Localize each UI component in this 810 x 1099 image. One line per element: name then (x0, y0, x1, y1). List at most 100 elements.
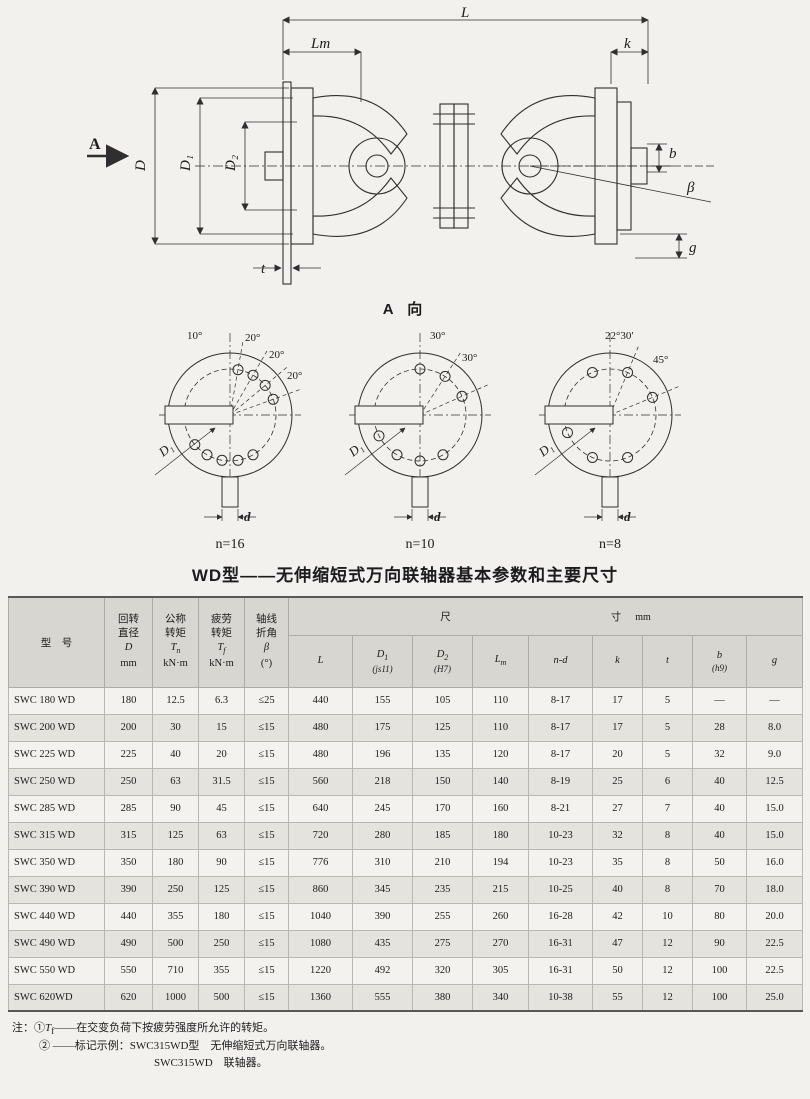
col-subheader-d2: D2(H7) (412, 634, 473, 688)
angle-label: 20° (245, 332, 260, 344)
value-cell: 435 (352, 929, 413, 958)
flange-views: 10° 20° 20° 20° D₁ d n=16 (30, 327, 810, 553)
value-cell: 6 (642, 767, 693, 796)
note-line-2: ② ——标记示例：SWC315WD型 无伸缩短式万向联轴器。 (39, 1040, 332, 1053)
table-wrap: 型 号 回转 直径 D mm 公称 转矩 Tn kN·m 疲劳 (8, 596, 804, 1012)
value-cell: 1360 (288, 983, 353, 1012)
value-cell: 20.0 (745, 902, 804, 931)
value-cell: 31.5 (198, 767, 245, 796)
value-cell: 620 (104, 983, 153, 1012)
flange-view-n8: 22°30′ 45° D₁ d n=8 (525, 327, 695, 553)
value-cell: ≤15 (244, 929, 289, 958)
model-cell: SWC 490 WD (8, 929, 105, 958)
pitch-diameter-label: D₁ (535, 439, 556, 460)
value-cell: 1000 (152, 983, 199, 1012)
value-cell: 22.5 (745, 956, 804, 985)
col-subheader-l: L (288, 634, 353, 688)
value-cell: 640 (288, 794, 353, 823)
value-cell: 32 (692, 740, 747, 769)
model-cell: SWC 550 WD (8, 956, 105, 985)
angle-label: 30° (430, 330, 445, 342)
angle-label: 30° (462, 352, 477, 364)
bolt-count-label: n=10 (405, 537, 435, 552)
value-cell: 320 (412, 956, 473, 985)
value-cell: 210 (412, 848, 473, 877)
value-cell: ≤15 (244, 848, 289, 877)
value-cell: 185 (412, 821, 473, 850)
value-cell: — (692, 686, 747, 715)
dim-label-k: k (624, 36, 631, 52)
value-cell: 280 (352, 821, 413, 850)
dim-label-D2: D₂ (223, 155, 239, 172)
value-cell: 150 (412, 767, 473, 796)
value-cell: 200 (104, 713, 153, 742)
value-cell: 1040 (288, 902, 353, 931)
value-cell: 245 (352, 794, 413, 823)
note-line-1: 注：①Tf——在交变负荷下按疲劳强度所允许的转矩。 (12, 1022, 275, 1037)
value-cell: 45 (198, 794, 245, 823)
value-cell: 350 (104, 848, 153, 877)
value-cell: 180 (472, 821, 529, 850)
value-cell: 776 (288, 848, 353, 877)
dim-label-beta: β (686, 180, 695, 196)
value-cell: 90 (692, 929, 747, 958)
value-cell: ≤15 (244, 956, 289, 985)
model-cell: SWC 440 WD (8, 902, 105, 931)
value-cell: 12 (642, 983, 693, 1012)
value-cell: 500 (152, 929, 199, 958)
value-cell: 27 (592, 794, 643, 823)
value-cell: 5 (642, 713, 693, 742)
value-cell: 120 (472, 740, 529, 769)
value-cell: 40 (592, 875, 643, 904)
col-subheader-t: t (642, 634, 693, 688)
view-a-label: A 向 (382, 301, 428, 318)
value-cell: 15.0 (745, 794, 804, 823)
dim-label-b: b (669, 146, 677, 162)
col-subheader-g: g (745, 634, 804, 688)
pitch-diameter-label: D₁ (155, 439, 176, 460)
value-cell: 12.5 (152, 686, 199, 715)
value-cell: 90 (198, 848, 245, 877)
dimension-lines (87, 16, 715, 272)
value-cell: 560 (288, 767, 353, 796)
value-cell: 490 (104, 929, 153, 958)
value-cell: 720 (288, 821, 353, 850)
value-cell: 215 (472, 875, 529, 904)
value-cell: 7 (642, 794, 693, 823)
value-cell: 340 (472, 983, 529, 1012)
value-cell: 30 (152, 713, 199, 742)
model-cell: SWC 350 WD (8, 848, 105, 877)
pitch-diameter-label: D₁ (345, 439, 366, 460)
value-cell: 125 (152, 821, 199, 850)
value-cell: 20 (198, 740, 245, 769)
value-cell: 555 (352, 983, 413, 1012)
flange-view-n10: 30° 30° D₁ d n=10 (335, 327, 505, 553)
model-cell: SWC 620WD (8, 983, 105, 1012)
value-cell: 345 (352, 875, 413, 904)
value-cell: 63 (152, 767, 199, 796)
value-cell: 70 (692, 875, 747, 904)
col-header-fatigue-torque: 疲劳 转矩 Tf kN·m (198, 596, 245, 688)
value-cell: 440 (288, 686, 353, 715)
coupling-technical-drawing: L Lm k A D D₁ D₂ t b β g (87, 6, 715, 285)
flange-drawing-n10: 30° 30° D₁ d (344, 330, 491, 524)
value-cell: ≤15 (244, 983, 289, 1012)
value-cell: ≤15 (244, 794, 289, 823)
value-cell: 155 (352, 686, 413, 715)
value-cell: 10-25 (528, 875, 593, 904)
value-cell: 315 (104, 821, 153, 850)
col-header-rotary-diameter: 回转 直径 D mm (104, 596, 153, 688)
value-cell: 380 (412, 983, 473, 1012)
value-cell: ≤15 (244, 875, 289, 904)
value-cell: 16-28 (528, 902, 593, 931)
col-header-model: 型 号 (8, 596, 105, 688)
value-cell: ≤15 (244, 740, 289, 769)
value-cell: 1220 (288, 956, 353, 985)
